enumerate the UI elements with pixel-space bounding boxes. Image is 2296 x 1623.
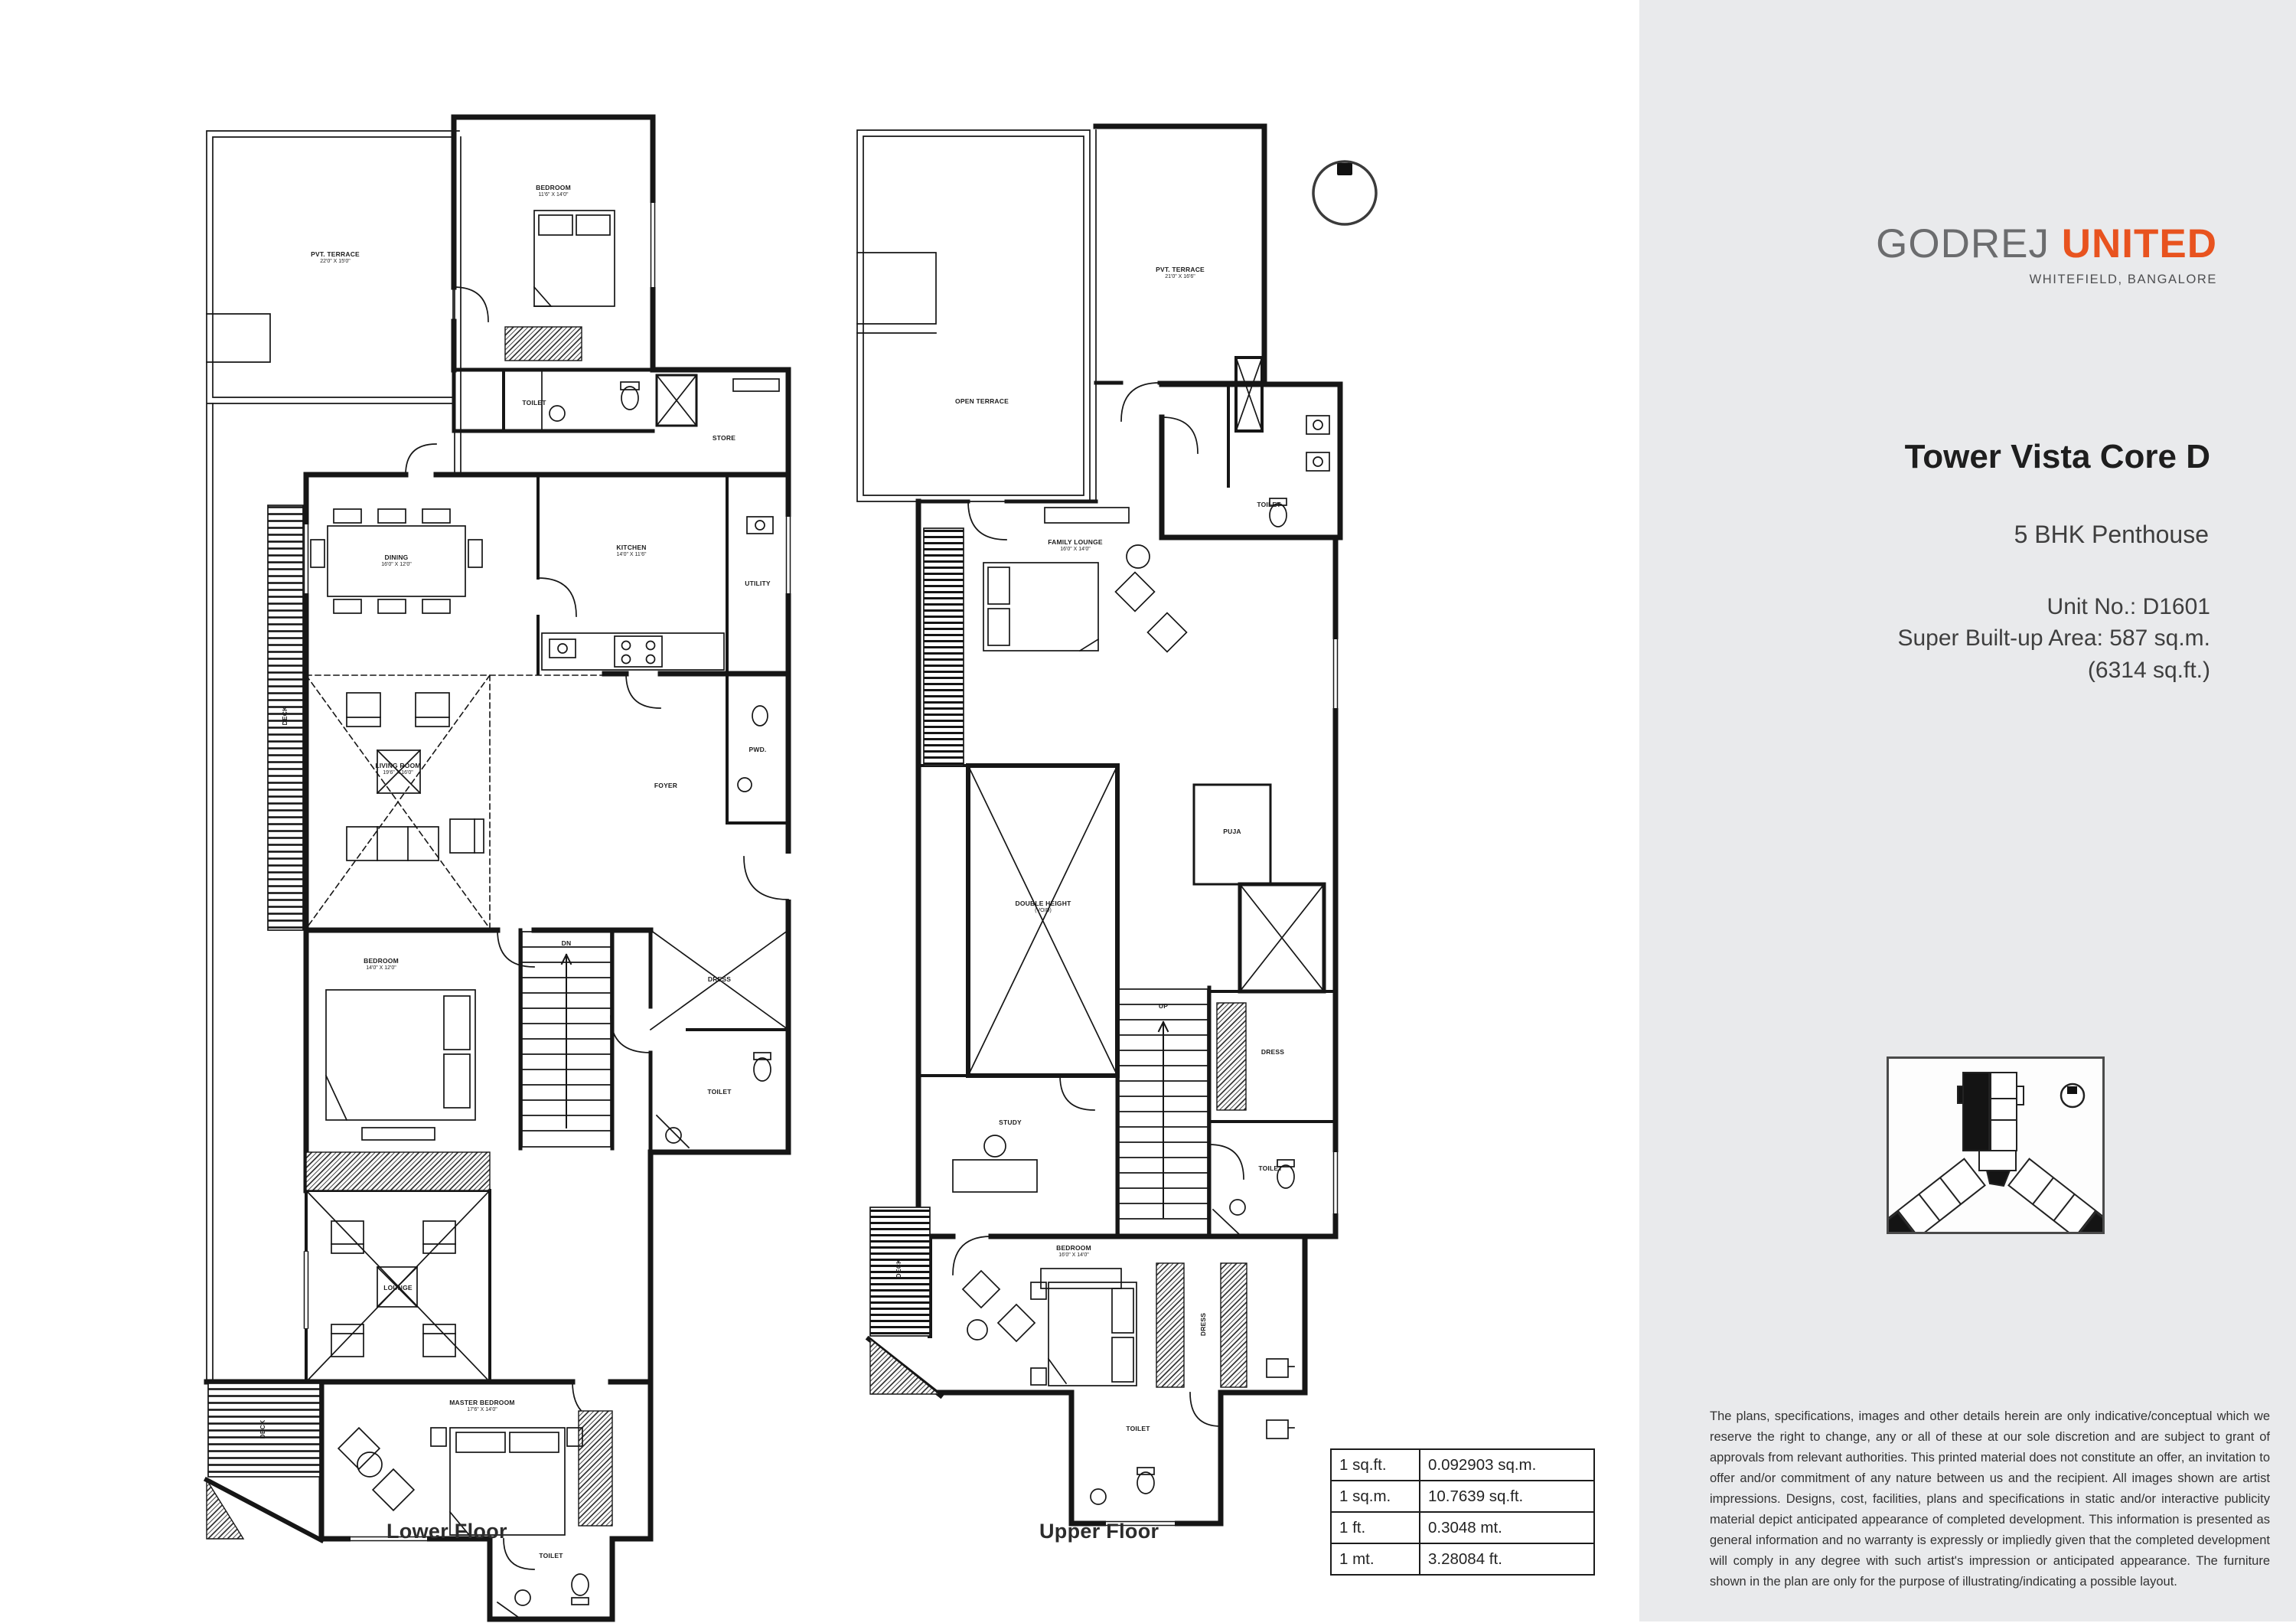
table-cell: 1 mt.: [1330, 1543, 1420, 1576]
upper-floor-caption: Upper Floor: [1039, 1520, 1159, 1543]
table-cell: 0.092903 sq.m.: [1419, 1448, 1595, 1481]
table-row: 1 sq.ft. 0.092903 sq.m.: [1330, 1448, 1595, 1481]
unit-number: Unit No.: D1601: [2047, 594, 2210, 619]
brand-tagline: WHITEFIELD, BANGALORE: [2029, 273, 2217, 286]
unit-details: Unit No.: D1601 Super Built-up Area: 587…: [1897, 591, 2210, 686]
table-cell: 3.28084 ft.: [1419, 1543, 1595, 1576]
room-label: TOILET: [1126, 1425, 1150, 1433]
disclaimer-text: The plans, specifications, images and ot…: [1710, 1409, 2270, 1589]
table-cell: 0.3048 mt.: [1419, 1511, 1595, 1544]
unit-area-sqft: (6314 sq.ft.): [2087, 657, 2210, 683]
table-cell: 1 sq.m.: [1330, 1480, 1420, 1513]
room-label: DN: [561, 939, 572, 948]
unit-area-sqm: Super Built-up Area: 587 sq.m.: [1897, 625, 2210, 651]
room-label: OPEN TERRACE: [955, 397, 1009, 406]
unit-type: 5 BHK Penthouse: [2014, 521, 2209, 548]
room-label: STORE: [712, 434, 736, 442]
conversion-table: 1 sq.ft. 0.092903 sq.m. 1 sq.m. 10.7639 …: [1330, 1448, 1595, 1576]
room-label: FOYER: [654, 782, 678, 790]
table-cell: 1 sq.ft.: [1330, 1448, 1420, 1481]
table-cell: 1 ft.: [1330, 1511, 1420, 1544]
room-label: DOUBLE HEIGHT(VOID): [1015, 900, 1071, 913]
room-label: DECK: [259, 1419, 267, 1439]
north-arrow-icon: [1310, 158, 1379, 227]
table-row: 1 mt. 3.28084 ft.: [1330, 1543, 1595, 1576]
brand-united: UNITED: [2061, 221, 2217, 266]
room-label: UP: [1158, 1002, 1169, 1011]
brand-godrej: GODREJ: [1876, 221, 2050, 266]
lower-floor-plan-drawing: [203, 114, 791, 1622]
brand-logo: GODREJ UNITED WHITEFIELD, BANGALORE: [1876, 220, 2217, 287]
room-label: TOILET: [522, 399, 546, 407]
table-row: 1 ft. 0.3048 mt.: [1330, 1511, 1595, 1544]
room-label: DRESS: [1261, 1048, 1285, 1056]
room-label: DECK: [281, 706, 289, 726]
room-label: DRESS: [1199, 1312, 1208, 1337]
table-cell: 10.7639 sq.ft.: [1419, 1480, 1595, 1513]
table-row: 1 sq.m. 10.7639 sq.ft.: [1330, 1480, 1595, 1513]
lower-floor-caption: Lower Floor: [386, 1520, 507, 1543]
room-label: STUDY: [999, 1118, 1022, 1127]
room-label: TOILET: [707, 1088, 732, 1096]
room-label: TOILET: [1258, 1164, 1283, 1173]
room-label: PUJA: [1223, 828, 1241, 836]
room-label: LOUNGE: [383, 1284, 413, 1292]
key-plan: [1865, 1056, 2128, 1264]
room-label: UTILITY: [745, 580, 771, 588]
room-label: PWD.: [748, 746, 767, 754]
room-label: TOILET: [539, 1552, 563, 1560]
room-label: DRESS: [707, 975, 732, 984]
upper-floor-plan-drawing: [856, 123, 1343, 1527]
info-panel: GODREJ UNITED WHITEFIELD, BANGALORE Towe…: [1639, 0, 2296, 1621]
room-label: TOILET: [1257, 501, 1281, 509]
room-label: DECK: [895, 1259, 903, 1278]
page-title: Tower Vista Core D: [1904, 438, 2210, 475]
key-plan-drawing: [1865, 1072, 2128, 1264]
